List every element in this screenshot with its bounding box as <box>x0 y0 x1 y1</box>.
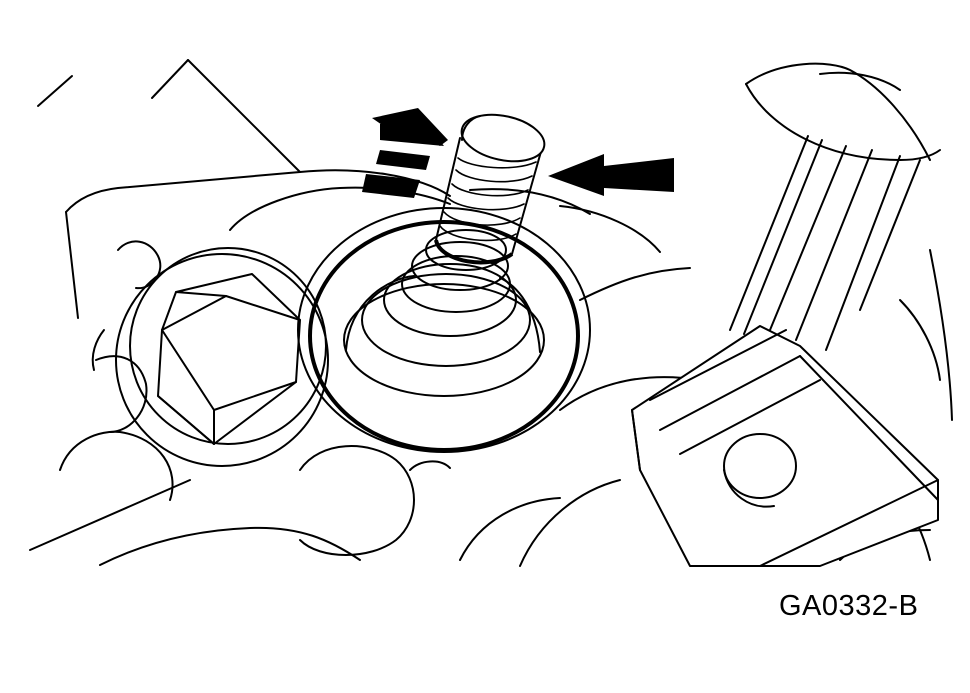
figure-code-label: GA0332-B <box>779 590 919 622</box>
housing-casting <box>29 59 953 567</box>
threaded-stud-icon <box>343 113 546 397</box>
direction-arrow <box>362 108 448 198</box>
hex-bolt-icon <box>115 247 329 467</box>
pointer-arrow <box>548 154 674 196</box>
bracket-icon <box>631 325 939 567</box>
o-ring-seal-icon <box>297 207 591 453</box>
